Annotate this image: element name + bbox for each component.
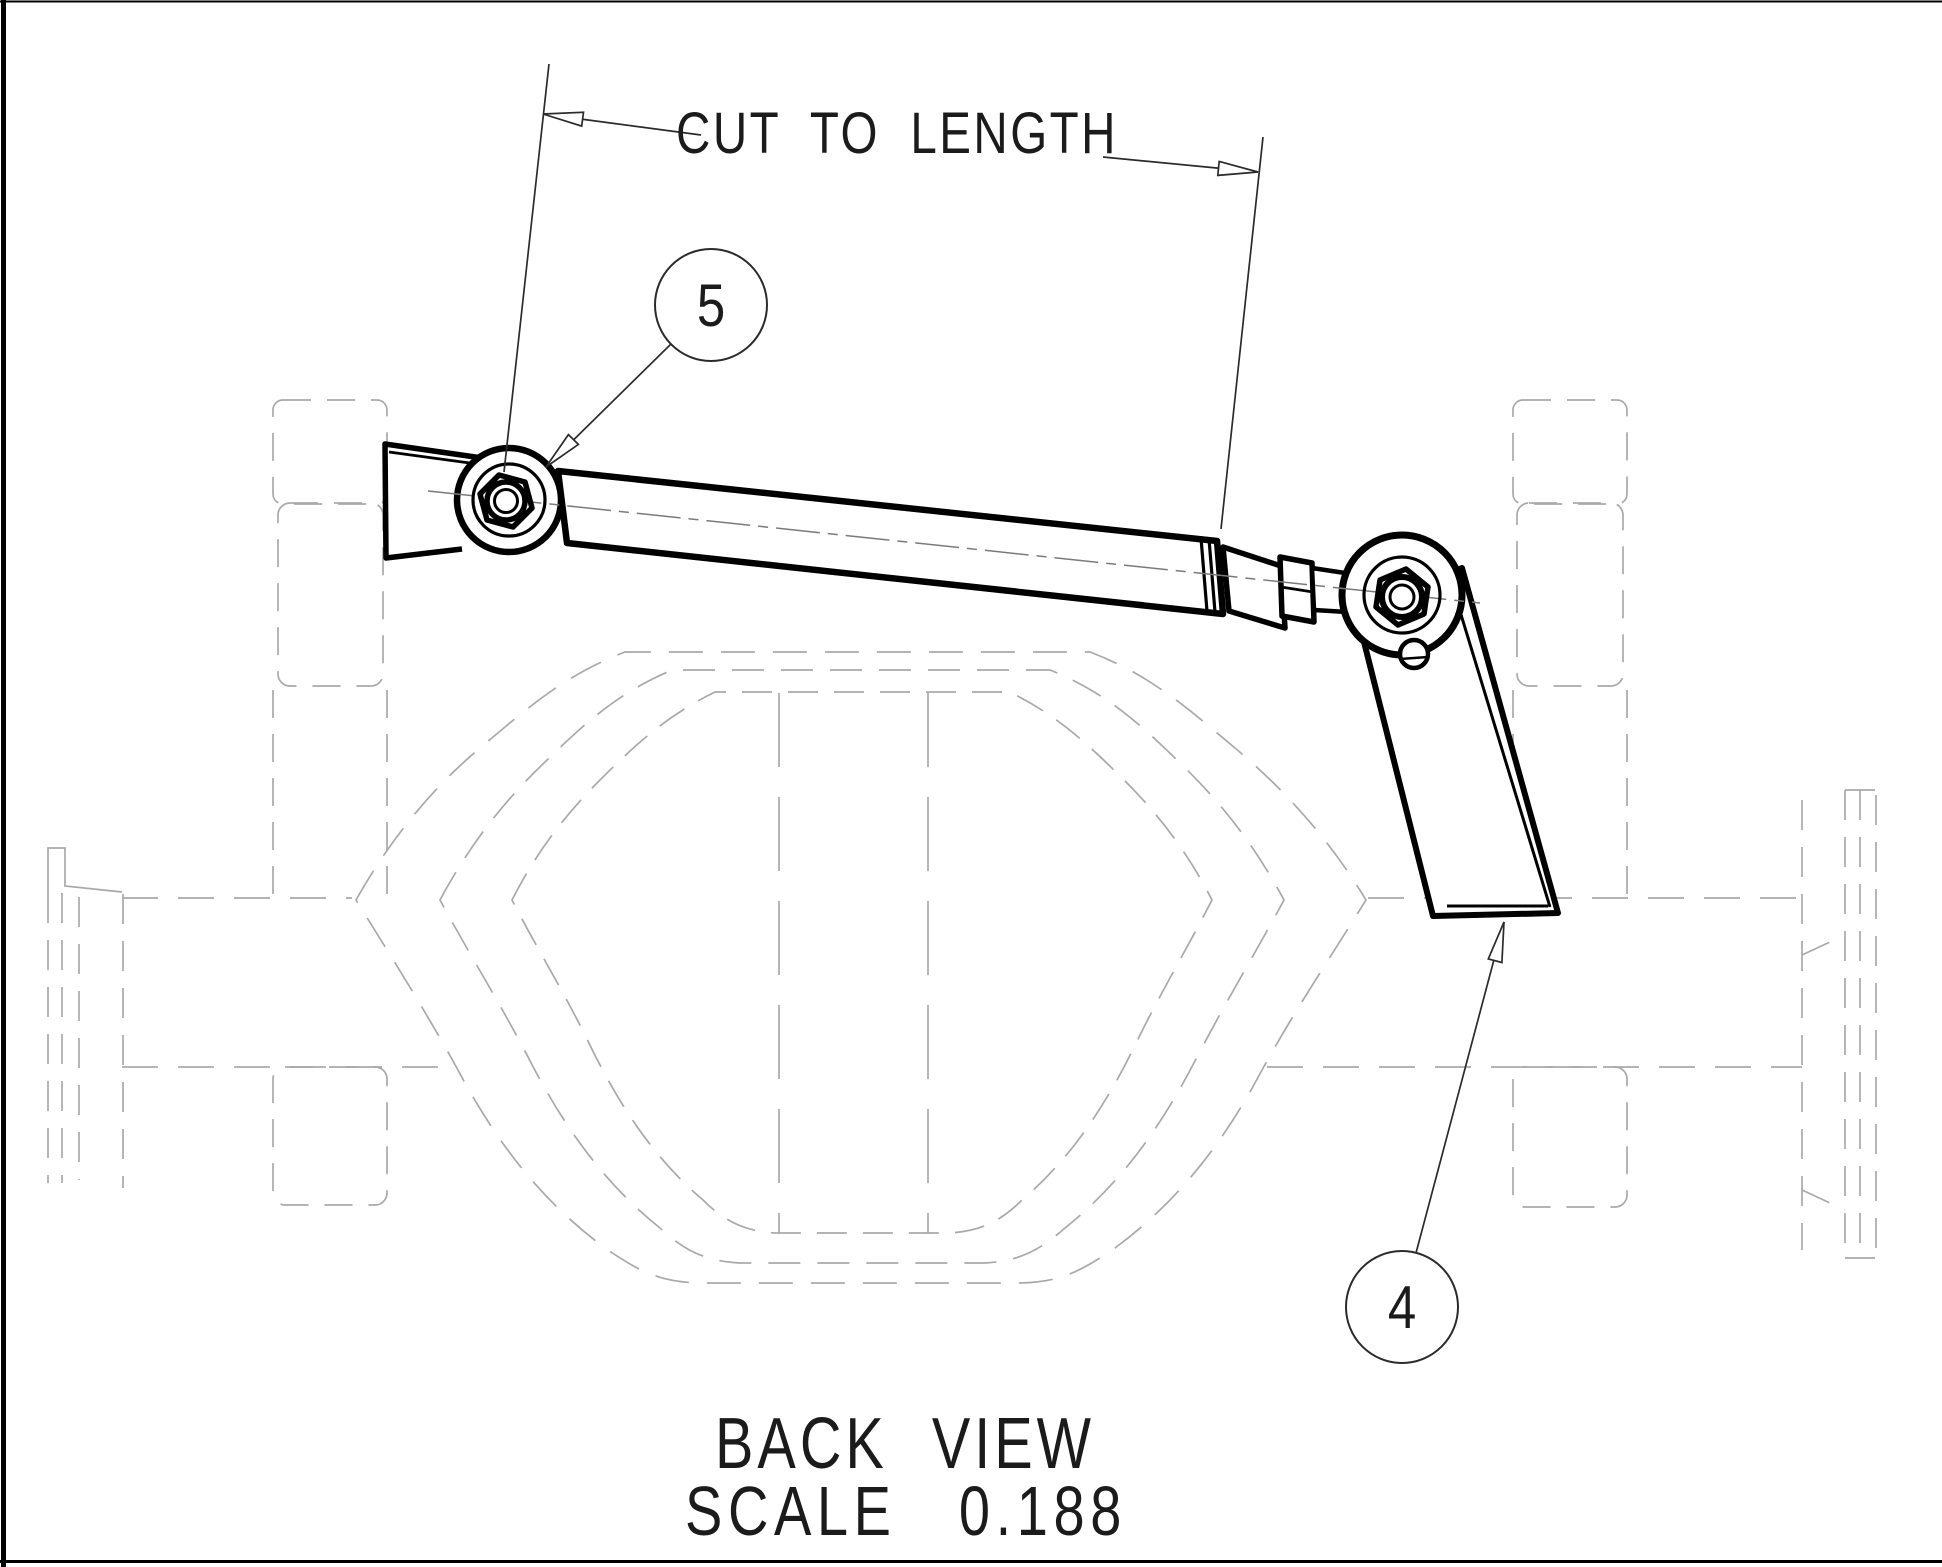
tube-weld-lines	[1199, 537, 1217, 613]
trackbar-assembly	[382, 441, 1561, 919]
balloon-4-arrowhead	[1487, 921, 1505, 964]
trackbar-tube	[554, 467, 1227, 618]
dimension-cut-to-length	[503, 63, 1264, 530]
axle-tube-left	[122, 897, 453, 1068]
view-title: BACK VIEW	[715, 1403, 1095, 1484]
view-scale-value: 0.188	[959, 1473, 1127, 1550]
balloon-4-number: 4	[1388, 1274, 1416, 1341]
dimension-label: CUT TO LENGTH	[676, 102, 1118, 167]
diff-housing-outline-outer	[355, 651, 1367, 1284]
grease-fitting	[1397, 637, 1431, 671]
balloon-4	[1345, 921, 1505, 1364]
adjuster-collar	[1220, 544, 1288, 631]
dimension-extension-lines	[503, 63, 1264, 530]
annotations	[503, 63, 1505, 1364]
diff-housing-outline-inner	[511, 691, 1213, 1234]
axle-flange-left-hidden-lines	[47, 893, 124, 1188]
dimension-arrowheads	[542, 111, 1259, 177]
balloon-5-circle	[654, 248, 768, 362]
view-scale-label: SCALE	[685, 1473, 897, 1550]
axle-flange-left	[47, 847, 123, 893]
balloon-5	[545, 248, 768, 468]
diff-housing-outline-middle	[439, 669, 1285, 1264]
balloon-4-leader	[1415, 921, 1505, 1254]
axle-bracket-edge-lines	[1447, 584, 1552, 908]
balloon-5-arrowhead	[545, 433, 580, 468]
axle-flange-right	[1801, 789, 1877, 1259]
spring-perch-left	[272, 399, 388, 1206]
diff-cover-lines	[778, 693, 929, 1233]
trackbar-centerline	[427, 490, 1481, 604]
jam-nut-facet-line	[1280, 585, 1314, 594]
pivot-nut-left	[471, 462, 547, 538]
drawing-text: CUT TO LENGTH 5 4 BACK VIEW SCALE 0.188	[676, 102, 1416, 1551]
balloon-4-circle	[1345, 1250, 1459, 1364]
balloon-5-number: 5	[697, 272, 725, 339]
axle-tube-right	[1267, 897, 1802, 1068]
pivot-nut-right	[1362, 555, 1442, 635]
